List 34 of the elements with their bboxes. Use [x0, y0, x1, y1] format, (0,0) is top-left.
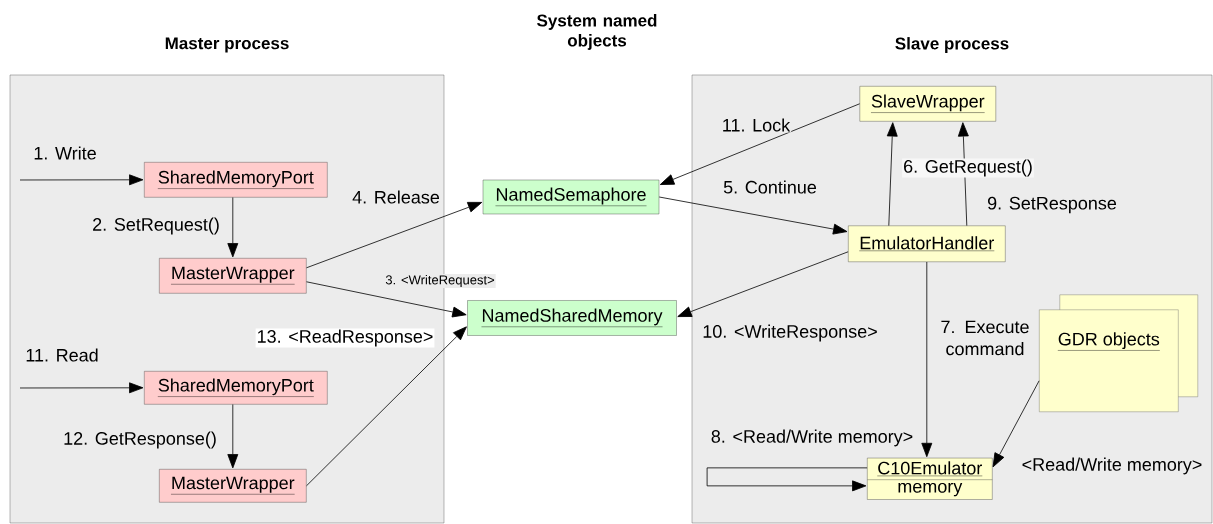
object-box: MasterWrapper	[159, 469, 307, 503]
edge-label: 5. Continue	[722, 179, 818, 195]
column-heading: System named objects	[537, 14, 657, 50]
arrow	[306, 281, 467, 318]
arrow	[706, 467, 868, 492]
stacked-box: GDR objects	[1039, 294, 1198, 412]
arrow	[992, 380, 1040, 468]
object-box: SharedMemoryPort	[144, 371, 328, 405]
arrow	[227, 404, 239, 469]
panel-heading: Master process	[165, 37, 289, 53]
edge-label: 11. Lock	[720, 117, 792, 133]
object-box: NamedSemaphore	[482, 179, 660, 215]
object-box: EmulatorHandler	[848, 225, 1006, 262]
edge-label: 1. Write	[32, 145, 98, 161]
arrow	[886, 122, 898, 226]
class-box: C10Emulator memory	[867, 457, 993, 500]
arrow	[306, 326, 467, 487]
arrow	[658, 196, 848, 235]
arrow	[19, 174, 144, 186]
edge-label: 3. <WriteRequest>	[384, 273, 496, 289]
arrow	[19, 382, 144, 394]
arrow	[306, 202, 483, 269]
edge-label: 7. Execute command	[936, 319, 1034, 357]
object-box: NamedSharedMemory	[467, 300, 677, 336]
edge-label: 4. Release	[351, 189, 441, 205]
object-box: MasterWrapper	[159, 258, 307, 294]
arrow	[659, 103, 860, 185]
arrow	[677, 251, 849, 317]
object-box: SlaveWrapper	[859, 86, 996, 122]
edge-label: 11. Read	[24, 347, 100, 363]
panel-heading: Slave process	[895, 37, 1009, 53]
arrow	[227, 197, 239, 258]
object-box: SharedMemoryPort	[144, 162, 328, 198]
arrow	[921, 261, 933, 458]
